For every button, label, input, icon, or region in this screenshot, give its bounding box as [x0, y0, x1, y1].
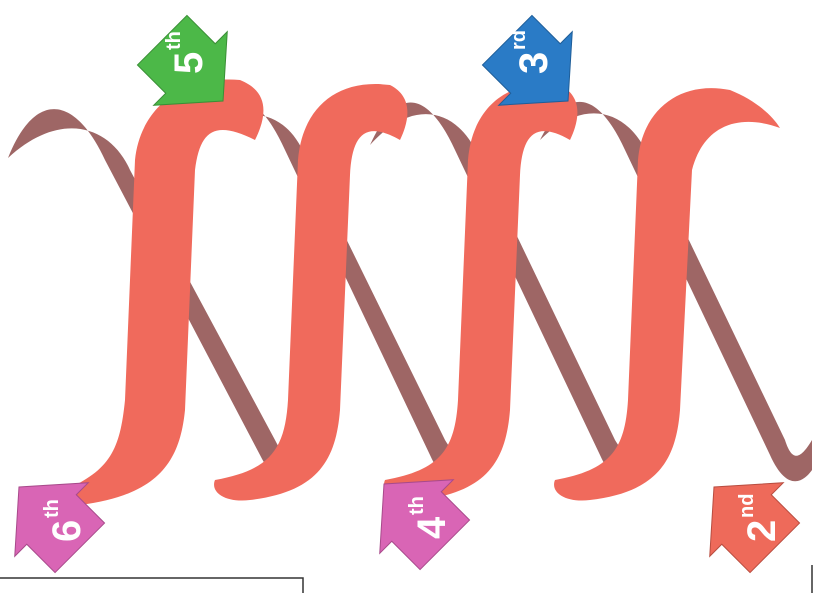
bottom-bracket-lines: [0, 565, 812, 593]
arrow-6th-suffix: th: [41, 499, 63, 518]
arrow-4th-label: 4: [410, 516, 454, 539]
arrow-3rd-suffix: rd: [508, 30, 530, 50]
arrow-3rd-label: 3: [512, 52, 556, 74]
arrow-4th-suffix: th: [406, 496, 428, 515]
helix-front-strand: [60, 80, 780, 511]
arrow-2nd-label: 2: [740, 520, 784, 542]
arrow-6th-label: 6: [45, 520, 89, 542]
arrow-2nd-suffix: nd: [736, 494, 758, 518]
arrow-5th-label: 5: [167, 52, 211, 74]
arrow-5th-suffix: th: [163, 31, 185, 50]
